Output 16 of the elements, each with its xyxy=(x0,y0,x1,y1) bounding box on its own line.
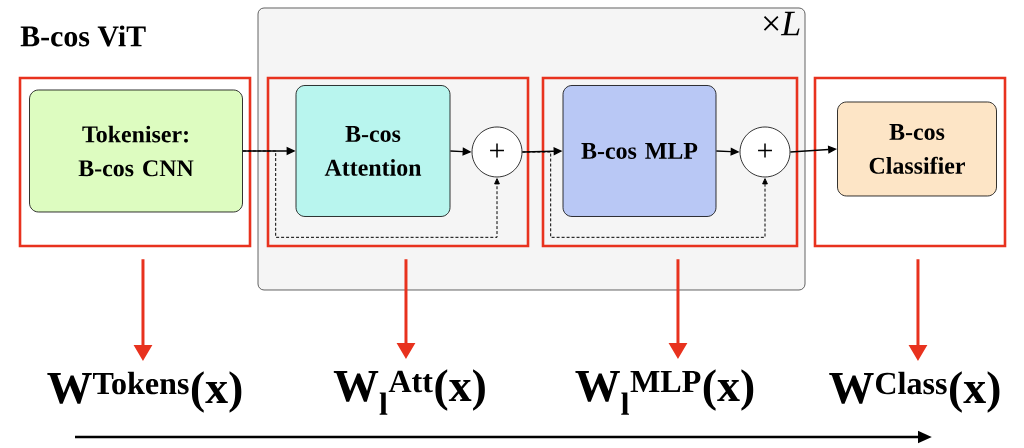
formula-label: W$^{Class}$(x) xyxy=(829,371,1000,413)
arrow xyxy=(789,145,837,154)
highlight-frame xyxy=(18,76,252,248)
formula-label: W$_{l}$$^{Att}$(x) xyxy=(333,369,485,415)
skip-connection xyxy=(242,150,500,238)
highlight-frame xyxy=(266,76,530,248)
process-box: Tokeniser: B-cos CNN xyxy=(29,89,243,213)
skip-connection xyxy=(521,151,768,238)
formula-label: W$^{Tokens}$(x) xyxy=(47,371,242,413)
formula-label: W$_{l}$$^{MLP}$(x) xyxy=(575,369,754,415)
process-box: B-cos MLP xyxy=(562,85,717,217)
process-box: B-cos Classifier xyxy=(837,101,997,197)
highlight-frame xyxy=(813,76,1007,248)
diagram-title: B-cos ViT xyxy=(20,25,146,47)
highlight-frame xyxy=(541,76,799,248)
process-box: B-cos Attention xyxy=(295,85,451,217)
